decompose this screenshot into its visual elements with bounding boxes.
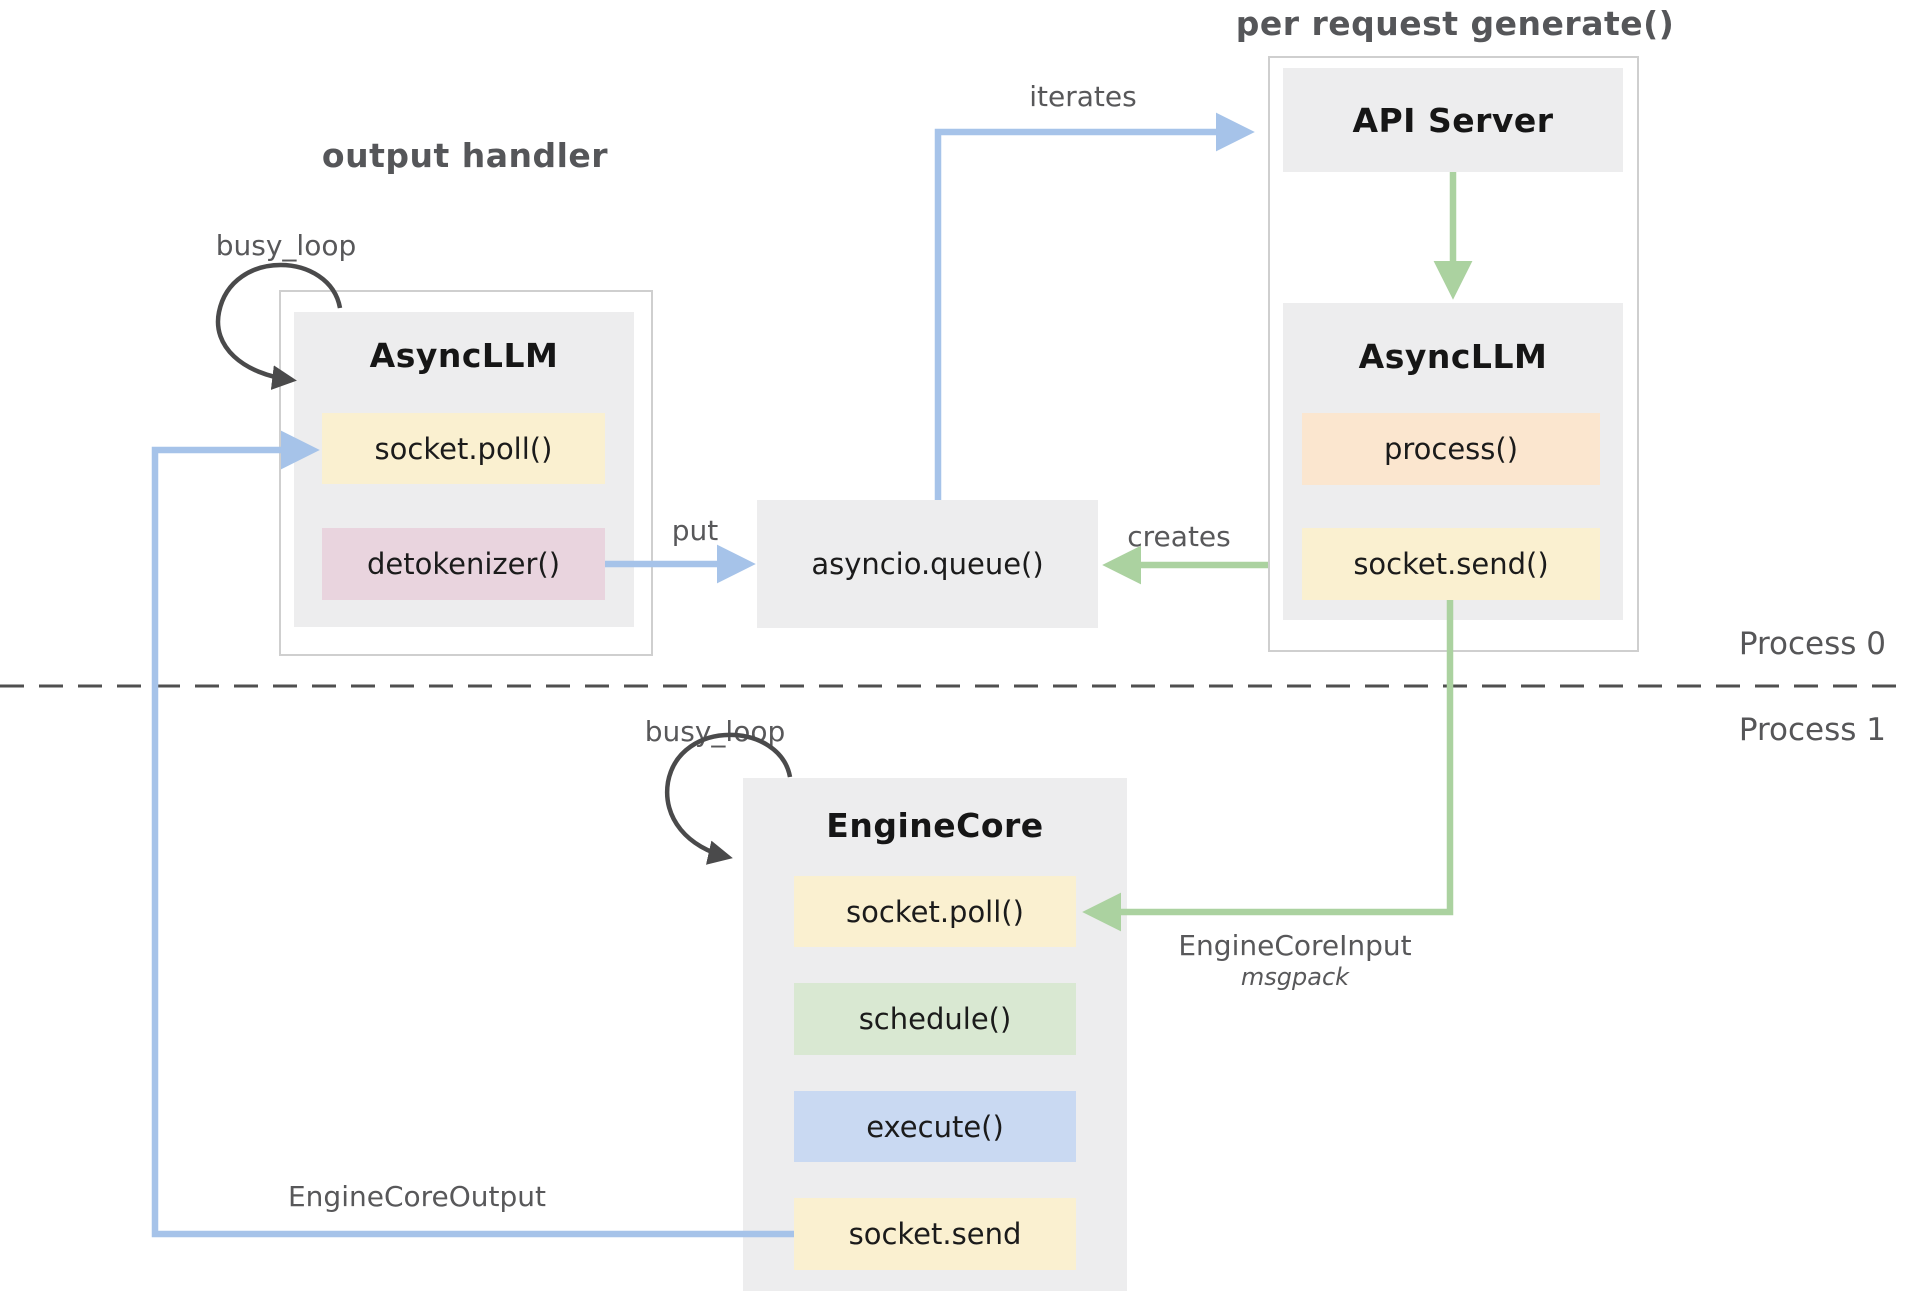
method-pill-detokenizer: detokenizer()	[322, 528, 605, 600]
method-pill-socket-send: socket.send()	[1302, 528, 1600, 600]
asyncio-queue-box: asyncio.queue()	[757, 500, 1098, 628]
busy-loop-label-bottom: busy_loop	[644, 715, 786, 748]
method-pill-ec-socket-poll: socket.poll()	[794, 876, 1076, 947]
async-llm-left-box: AsyncLLM socket.poll() detokenizer()	[294, 312, 634, 627]
async-llm-right-box: AsyncLLM process() socket.send()	[1283, 303, 1623, 620]
method-pill-ec-schedule: schedule()	[794, 983, 1076, 1055]
asyncio-queue-label: asyncio.queue()	[811, 547, 1044, 581]
iterates-arrow	[934, 112, 1255, 500]
async-llm-left-heading: AsyncLLM	[369, 336, 559, 375]
msgpack-label: msgpack	[1240, 963, 1350, 991]
creates-label: creates	[1127, 520, 1231, 553]
put-label: put	[671, 514, 719, 547]
engine-core-input-label: EngineCoreInput	[1178, 929, 1412, 962]
engine-core-box: EngineCore socket.poll() schedule() exec…	[743, 778, 1127, 1291]
iterates-label: iterates	[1029, 80, 1137, 113]
async-llm-right-heading: AsyncLLM	[1358, 337, 1548, 376]
api-server-heading: API Server	[1352, 100, 1554, 140]
engine-core-heading: EngineCore	[826, 806, 1044, 845]
method-pill-process: process()	[1302, 413, 1600, 485]
method-pill-ec-socket-send: socket.send	[794, 1198, 1076, 1270]
per-request-generate-title: per request generate()	[1235, 4, 1675, 43]
api-server-box: API Server	[1283, 68, 1623, 172]
engine-core-output-label: EngineCoreOutput	[287, 1180, 547, 1213]
method-pill-socket-poll: socket.poll()	[322, 413, 605, 484]
process-1-label: Process 1	[1738, 712, 1886, 748]
method-pill-ec-execute: execute()	[794, 1091, 1076, 1162]
process-0-label: Process 0	[1738, 626, 1886, 662]
output-handler-title: output handler	[321, 136, 609, 175]
busy-loop-label-top: busy_loop	[215, 229, 357, 262]
